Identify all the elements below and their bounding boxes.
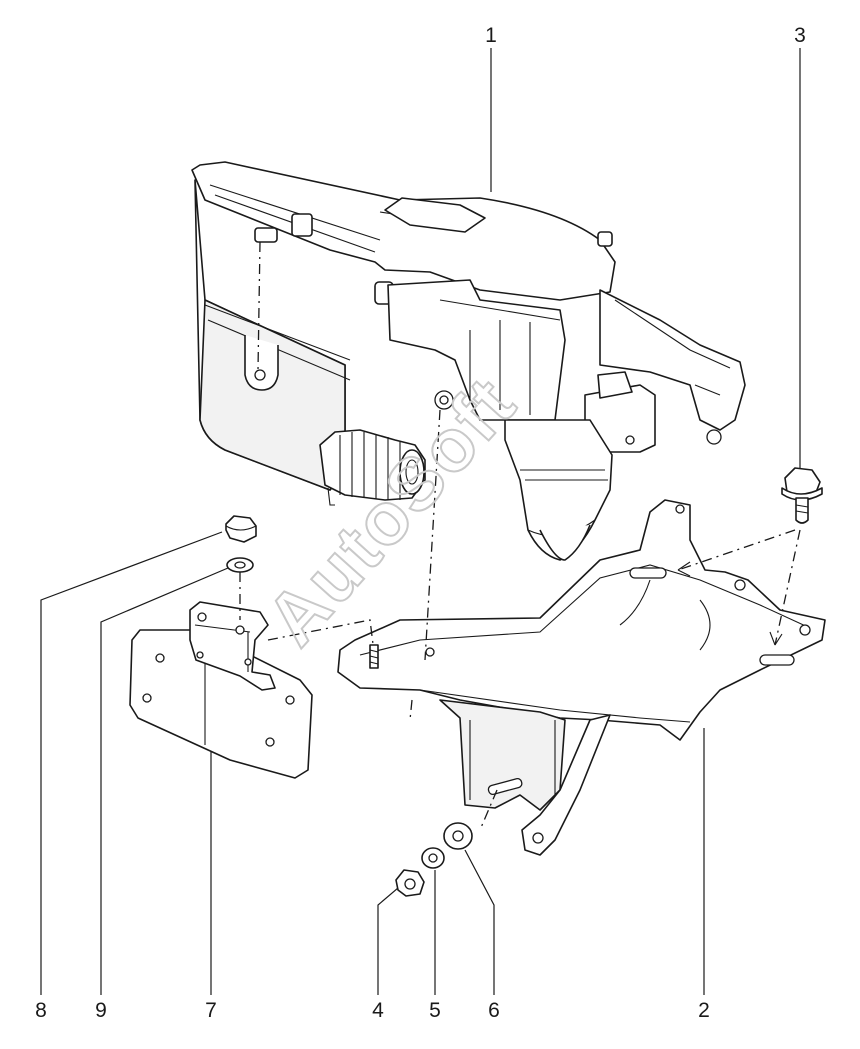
leader-lines	[40, 48, 801, 995]
part-1-actuator-housing	[191, 161, 746, 561]
callout-1: 1	[485, 24, 497, 47]
part-2-support-bracket	[337, 499, 826, 856]
callout-2: 2	[698, 999, 710, 1022]
part-9-washer	[226, 557, 254, 573]
assembly-axis-lines	[239, 241, 801, 831]
part-5-spring-washer	[421, 847, 445, 869]
callout-7: 7	[205, 999, 217, 1022]
callout-3: 3	[794, 24, 806, 47]
callout-5: 5	[429, 999, 441, 1022]
callout-9: 9	[95, 999, 107, 1022]
part-6-flat-washer	[443, 822, 473, 850]
callout-labels: 1 3 8 9 7 4 5 6 2	[35, 24, 806, 1022]
callout-8: 8	[35, 999, 47, 1022]
part-4-hex-nut	[395, 869, 425, 897]
part-3-flange-bolt	[781, 467, 823, 524]
callout-6: 6	[488, 999, 500, 1022]
callout-4: 4	[372, 999, 384, 1022]
part-8-nut	[225, 515, 257, 543]
part-7-mounting-plate	[129, 601, 313, 779]
